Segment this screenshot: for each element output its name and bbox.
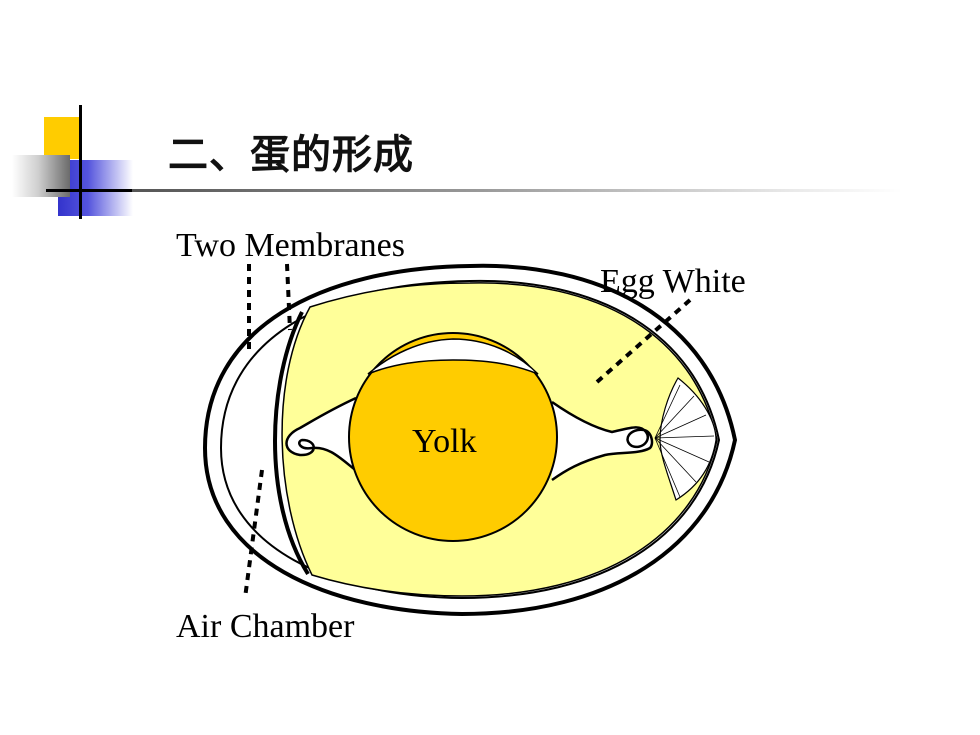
title-decoration-yellow-square xyxy=(44,117,81,159)
leader-membrane-2 xyxy=(285,263,292,331)
pointed-end-pocket xyxy=(659,377,717,501)
chalaza-right xyxy=(551,400,654,482)
label-egg-white: Egg White xyxy=(600,263,746,300)
title-decoration-horizontal-line xyxy=(46,189,135,192)
yolk-top-crescent xyxy=(367,338,539,375)
yolk xyxy=(348,332,558,542)
leader-air-chamber xyxy=(243,469,264,599)
egg-shell-inner xyxy=(219,279,721,600)
slide-title: 二、蛋的形成 xyxy=(168,132,414,178)
title-decoration-vertical-line xyxy=(79,105,82,219)
label-two-membranes: Two Membranes xyxy=(176,227,405,264)
inner-membrane xyxy=(273,311,310,576)
title-decoration-blue-square xyxy=(58,160,133,216)
title-underline xyxy=(132,189,902,192)
label-yolk: Yolk xyxy=(412,423,477,460)
pocket-fibers xyxy=(654,384,715,498)
chalaza-left xyxy=(285,396,359,473)
label-air-chamber: Air Chamber xyxy=(176,608,355,645)
